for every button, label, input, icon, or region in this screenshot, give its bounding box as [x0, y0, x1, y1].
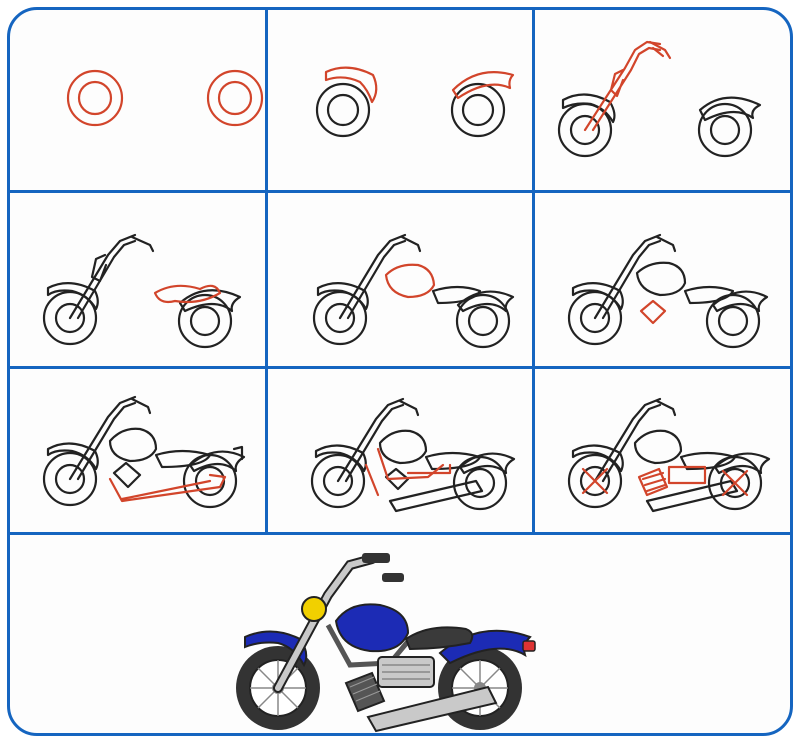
step-4-panel [10, 193, 265, 366]
tutorial-frame [7, 7, 793, 736]
colored-motorcycle-icon [236, 553, 536, 733]
step-1-panel [10, 10, 265, 190]
exhaust-outline-icon [42, 395, 246, 509]
final-result-panel [10, 535, 790, 733]
frame-details-icon [310, 397, 516, 513]
step-9-panel [535, 369, 790, 532]
grid-divider-v2 [532, 10, 535, 532]
grid-divider-h2 [10, 366, 790, 369]
grid-divider-v1 [265, 10, 268, 532]
step-5-panel [268, 193, 532, 366]
grid-divider-h3 [10, 532, 790, 535]
wheels-outline-icon [66, 69, 264, 127]
fuel-tank-icon [312, 233, 515, 349]
grid-divider-h1 [10, 190, 790, 193]
engine-block-icon [567, 233, 769, 349]
step-8-panel [268, 369, 532, 532]
step-7-panel [10, 369, 265, 532]
step-2-panel [268, 10, 532, 190]
step-6-panel [535, 193, 790, 366]
rear-frame-icon [42, 233, 242, 349]
handlebar-fork-icon [557, 40, 762, 158]
fenders-icon [315, 66, 515, 138]
engine-details-icon [567, 397, 771, 513]
step-3-panel [535, 10, 790, 190]
